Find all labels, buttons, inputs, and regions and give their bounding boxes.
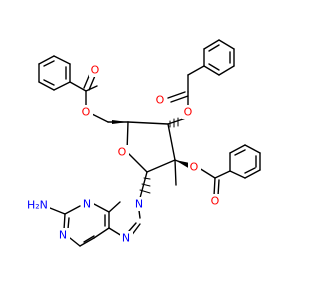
bond-carbonyl-o-right-2 bbox=[217, 179, 220, 197]
bonds bbox=[38, 39, 261, 247]
wedge-c4-ch2 bbox=[112, 120, 128, 124]
bond-carbonyl-ring-right bbox=[214, 170, 231, 179]
bond-c2-nh2 bbox=[49, 207, 66, 215]
atom-n3: N bbox=[83, 198, 91, 211]
atom-o-ring: O bbox=[118, 146, 127, 159]
bond-carbonyl-o-top bbox=[85, 85, 98, 92]
atom-n9: N bbox=[135, 198, 143, 211]
atom-n1: N bbox=[59, 229, 67, 242]
benzoyl-ring-top-right bbox=[203, 39, 235, 76]
bond-ring-carbonyl-mid bbox=[187, 65, 205, 76]
hash-c3-o bbox=[169, 117, 179, 128]
wedge-c2-o bbox=[175, 160, 190, 169]
bond-carbonyl-o-right-1 bbox=[213, 177, 216, 197]
atom-o-carbonyl-top: O bbox=[91, 64, 100, 77]
furanose-ring bbox=[126, 121, 176, 173]
atom-o-carbonyl-right: O bbox=[211, 195, 220, 208]
bond-carbonyl-double-mid-2 bbox=[170, 95, 189, 103]
bond-c1-n9 bbox=[139, 171, 148, 199]
hash-c1-n9 bbox=[139, 177, 151, 194]
bond-c2-methyl bbox=[174, 159, 177, 186]
atom-labels: O O O O O O O N N N N H₂N bbox=[26, 63, 222, 245]
bond-o-carbonyl-right bbox=[198, 167, 216, 179]
atom-o-carbonyl-mid: O bbox=[156, 94, 165, 107]
atom-n7: N bbox=[122, 232, 130, 245]
benzoyl-ring-right bbox=[229, 144, 261, 179]
molecule-structure: O O O O O O O N N N N H₂N bbox=[26, 39, 261, 247]
atom-o-ester-right: O bbox=[190, 161, 199, 174]
atom-nh2: H₂N bbox=[27, 199, 48, 212]
molecule-canvas: O O O O O O O N N N N H₂N bbox=[26, 39, 261, 247]
bond-ester-o-ch2 bbox=[91, 113, 109, 123]
atom-o-ester-top: O bbox=[82, 106, 91, 119]
atom-o-ester-mid: O bbox=[184, 106, 193, 119]
stereo-marks bbox=[112, 117, 190, 194]
bond-carbonyl-double-mid-1 bbox=[167, 91, 186, 99]
bond-ring-carbonyl-top bbox=[69, 81, 87, 92]
benzoyl-ring-top-left bbox=[38, 55, 71, 91]
